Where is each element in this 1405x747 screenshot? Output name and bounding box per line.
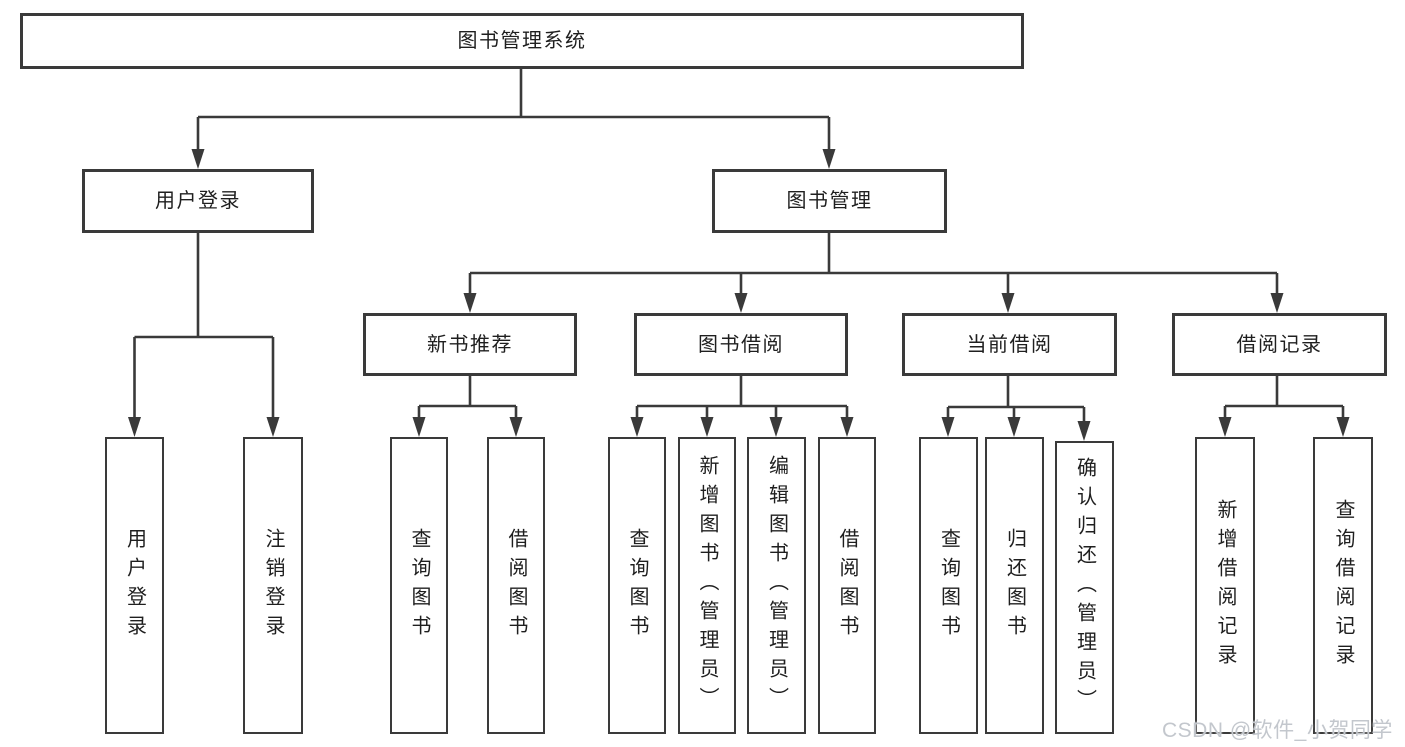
leaf-confirm-return-admin: 确认归还（管理员） [1055, 441, 1114, 734]
leaf-edit-book-admin: 编辑图书（管理员） [747, 437, 806, 734]
leaf-borrow-books-recommend: 借阅图书 [487, 437, 545, 734]
node-root: 图书管理系统 [20, 13, 1024, 69]
node-borrowing-records: 借阅记录 [1172, 313, 1387, 376]
leaf-borrow-books: 借阅图书 [818, 437, 876, 734]
leaf-query-books-borrow: 查询图书 [608, 437, 666, 734]
leaf-return-books: 归还图书 [985, 437, 1044, 734]
node-book-management: 图书管理 [712, 169, 947, 233]
node-book-borrowing: 图书借阅 [634, 313, 848, 376]
leaf-query-borrow-record: 查询借阅记录 [1313, 437, 1373, 734]
leaf-query-books-current: 查询图书 [919, 437, 978, 734]
node-user-login: 用户登录 [82, 169, 314, 233]
leaf-query-books-recommend: 查询图书 [390, 437, 448, 734]
node-current-borrowing: 当前借阅 [902, 313, 1117, 376]
node-new-book-recommendation: 新书推荐 [363, 313, 577, 376]
leaf-add-borrow-record: 新增借阅记录 [1195, 437, 1255, 734]
leaf-logout-login: 注销登录 [243, 437, 303, 734]
watermark: CSDN @软件_小贺同学 [1162, 719, 1393, 742]
leaf-user-login: 用户登录 [105, 437, 164, 734]
leaf-add-book-admin: 新增图书（管理员） [678, 437, 736, 734]
